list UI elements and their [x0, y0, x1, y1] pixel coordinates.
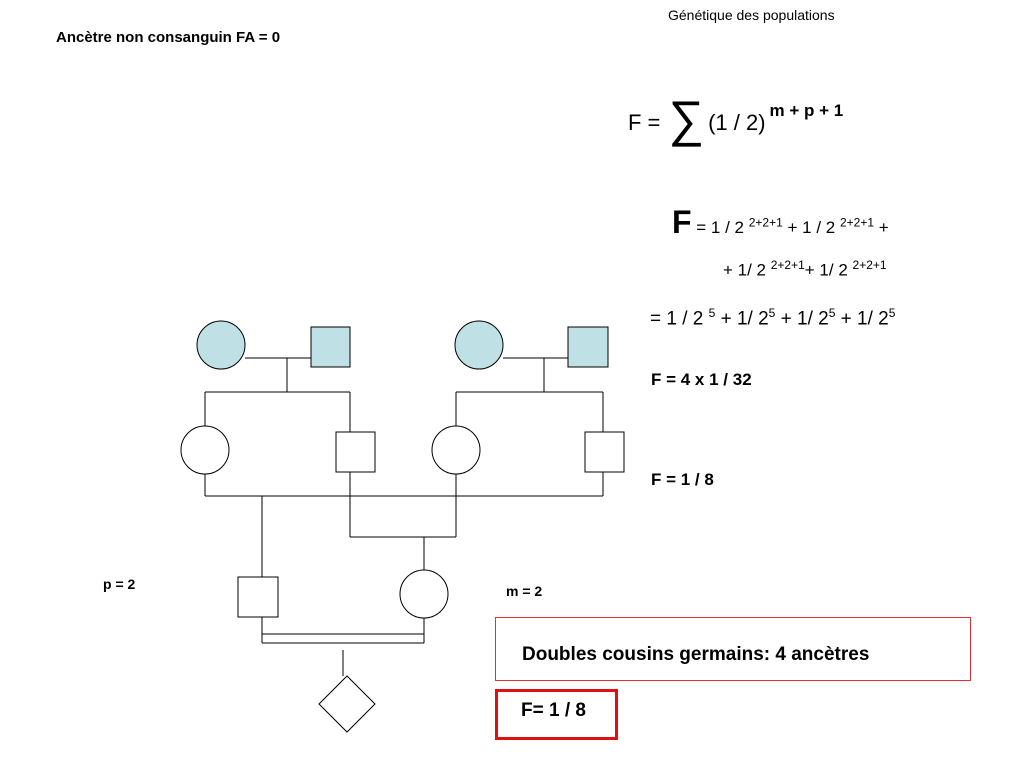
calc-f-symbol: F	[672, 204, 692, 240]
calc-exponent: 5	[888, 306, 896, 320]
calc-text: +	[874, 218, 889, 237]
male-cousin-square	[237, 576, 279, 618]
calc-text: + 1/ 2	[835, 308, 889, 330]
calc-exponent: 5	[708, 306, 716, 320]
calc-line-1: F = 1 / 2 2+2+1 + 1 / 2 2+2+1 +	[672, 204, 889, 241]
calc-text: + 1 / 2	[782, 218, 840, 237]
calc-exponent: 5	[828, 306, 836, 320]
result-step-1: F = 4 x 1 / 32	[651, 370, 752, 389]
calc-exponent: 5	[768, 306, 776, 320]
header-title: Génétique des populations	[668, 7, 835, 23]
cousins-text: Doubles cousins germains: 4 ancètres	[522, 644, 870, 665]
calc-exponent: 2+2+1	[770, 258, 805, 272]
calc-text: = 1 / 2	[650, 308, 709, 330]
m-label: m = 2	[506, 583, 543, 599]
result-step-2: F = 1 / 8	[651, 470, 714, 489]
final-result-box	[495, 689, 618, 740]
formula-lhs: F =	[628, 110, 661, 135]
p-label: p = 2	[103, 576, 136, 592]
formula-term: (1 / 2)	[708, 110, 766, 135]
calc-text: + 1/ 2	[715, 308, 769, 330]
offspring-diamond	[318, 675, 376, 733]
final-result-text: F= 1 / 8	[521, 700, 586, 721]
male-square	[335, 431, 376, 473]
calc-exponent: 2+2+1	[839, 215, 875, 230]
sigma-symbol: ∑	[668, 91, 705, 147]
calc-text: + 1/ 2	[723, 260, 771, 280]
calc-line-3: = 1 / 2 5 + 1/ 25 + 1/ 25 + 1/ 25	[650, 306, 895, 330]
calc-text: + 1/ 2	[804, 260, 853, 280]
calc-line-2: + 1/ 2 2+2+1+ 1/ 2 2+2+1	[723, 258, 887, 281]
male-ancestor-square	[310, 326, 351, 368]
male-square	[584, 431, 625, 473]
male-ancestor-square	[567, 326, 609, 368]
calc-text: = 1 / 2	[691, 218, 749, 237]
ancestor-note: Ancètre non consanguin FA = 0	[56, 29, 281, 46]
female-ancestor-circle	[196, 320, 246, 370]
cousins-box	[495, 617, 971, 681]
calc-exponent: 2+2+1	[852, 258, 887, 272]
female-ancestor-circle	[454, 320, 504, 370]
general-formula: F = ∑(1 / 2)m + p + 1	[628, 90, 843, 148]
formula-exponent: m + p + 1	[769, 101, 844, 120]
calc-text: + 1/ 2	[775, 308, 829, 330]
female-circle	[180, 425, 230, 475]
female-cousin-circle	[399, 569, 449, 619]
female-circle	[431, 425, 481, 475]
calc-exponent: 2+2+1	[748, 215, 783, 230]
